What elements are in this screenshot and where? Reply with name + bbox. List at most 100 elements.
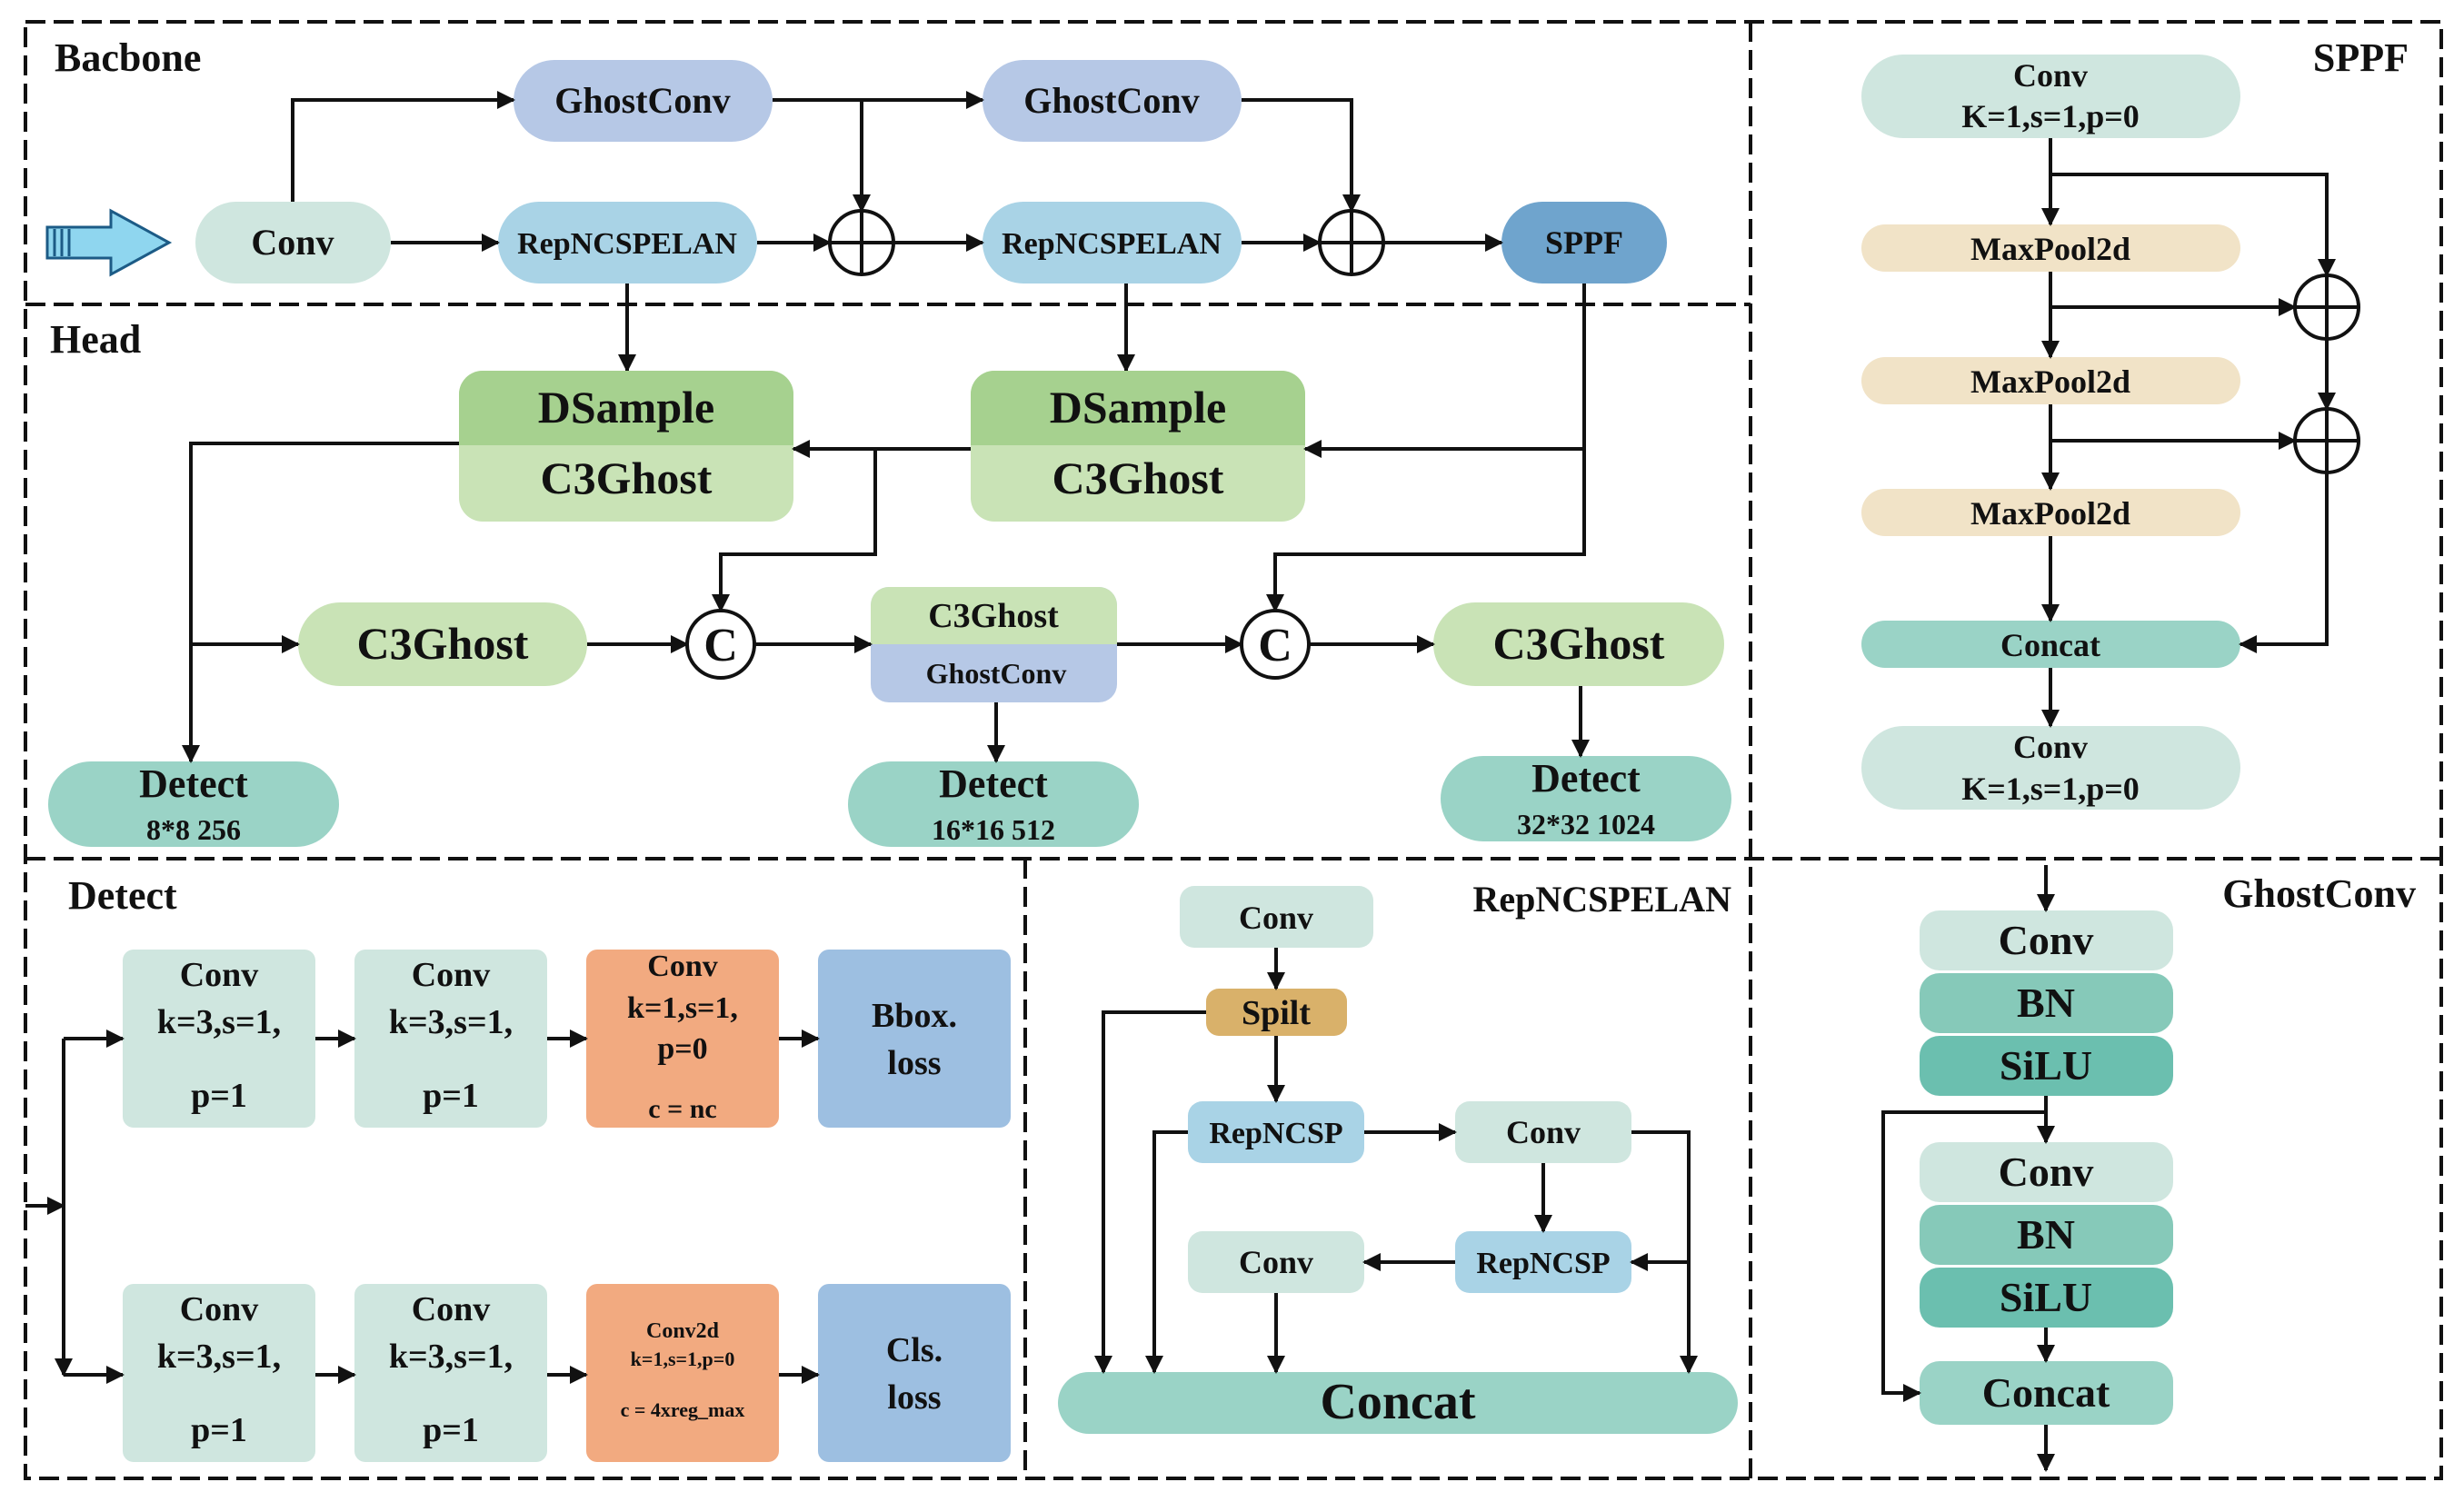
detect-bbox-loss-l1: Bbox. [872,997,957,1035]
repncspelan-block: Conv Spilt RepNCSP Conv RepNCSP Conv Con… [1058,886,1738,1434]
detect-conv-nc-l2: k=1,s=1, [627,991,738,1025]
ghost-conv-1-label: Conv [1999,917,2094,963]
detect-conv-top-2-l3: p=1 [423,1077,479,1115]
detect-conv-nc-l4: c = nc [648,1094,716,1124]
head-detect-3-title: Detect [1531,756,1641,801]
sppf-maxpool-3-box [1861,489,2240,536]
rep-conv-left-box [1188,1231,1364,1293]
head-c3ghost-left-box [298,602,587,686]
circle-plus-icon [2293,407,2360,474]
sppf-maxpool-1-label: MaxPool2d [1970,231,2130,267]
detect-conv-bot-2-box [354,1284,547,1462]
ghost-silu-2-label: SiLU [2000,1274,2092,1320]
backbone-ghostconv-1-label: GhostConv [554,80,730,121]
head: DSample C3Ghost DSample C3Ghost C3Ghost … [48,283,1731,847]
sppf-maxpool-2-box [1861,357,2240,404]
detect-conv-bot-1-l2: k=3,s=1, [157,1338,281,1376]
head-section-title: Head [50,317,141,362]
rep-conv-right-box [1455,1101,1631,1163]
sppf-conv-bottom-box [1861,726,2240,810]
head-concat-2-label: C [1258,620,1292,671]
detect-conv-bot-1-l3: p=1 [191,1411,247,1449]
repncspelan-section-title: RepNCSPELAN [1473,879,1732,920]
ghost-bn-2-label: BN [2017,1211,2075,1258]
detect-bbox-loss-l2: loss [887,1044,941,1082]
concat-c-icon: C [685,609,756,680]
head-dsample-2-label: DSample [1050,382,1226,433]
section-frames [24,20,2443,1480]
backbone-ghostconv-2-label: GhostConv [1023,80,1199,121]
ghostconv-block: Conv BN SiLU Conv BN SiLU Concat [1881,865,2173,1472]
ghost-conv-1-box [1920,910,2173,970]
sppf-conv-top-line2: K=1,s=1,p=0 [1961,98,2140,134]
detect-conv2d-regmax-box [586,1284,779,1462]
ghost-bn-1-box [1920,973,2173,1033]
sppf-conv-bottom-line1: Conv [2013,729,2088,765]
detect-conv-nc-l3: p=0 [657,1032,707,1066]
input-arrow-icon [45,208,173,277]
head-c3ghost-right-label: C3Ghost [1493,618,1665,669]
rep-repncsp-2-box [1455,1231,1631,1293]
circle-plus-icon [1318,209,1385,276]
circle-plus-icon [828,209,895,276]
ghost-concat-box [1920,1361,2173,1425]
rep-conv-right-label: Conv [1506,1114,1581,1150]
backbone-ghostconv-1-box [514,60,773,142]
detect-conv-nc-box [586,950,779,1128]
backbone: Conv GhostConv GhostConv RepNCSPELAN Rep… [45,60,1667,373]
rep-conv-top-box [1180,886,1373,948]
head-detect-2-box [848,761,1139,847]
detect-cls-loss-l2: loss [887,1378,941,1417]
sppf-maxpool-1-box [1861,224,2240,272]
sppf-conv-top-box [1861,55,2240,138]
ghost-conv-2-label: Conv [1999,1149,2094,1195]
rep-conv-top-label: Conv [1239,900,1313,936]
head-detect-1-sub: 8*8 256 [146,813,241,846]
backbone-repncspelan-1-box [498,202,757,283]
detect-conv-top-1-box [123,950,315,1128]
detect-conv-bot-1-l1: Conv [180,1290,259,1328]
sppf-section-title: SPPF [2313,35,2409,80]
head-detect-1-box [48,761,339,847]
concat-c-icon: C [1240,609,1311,680]
ghost-silu-1-label: SiLU [2000,1042,2092,1089]
detect-conv-bot-2-l2: k=3,s=1, [389,1338,513,1376]
backbone-ghostconv-2-box [983,60,1242,142]
detect-conv-nc-l1: Conv [647,950,717,983]
ghost-bn-2-box [1920,1205,2173,1265]
detect-cls-loss-l1: Cls. [886,1331,943,1369]
ghost-bn-1-label: BN [2017,980,2075,1026]
head-c3ghost-mid-label: C3Ghost [928,597,1059,635]
sppf-block: Conv K=1,s=1,p=0 MaxPool2d MaxPool2d Max… [1861,55,2360,810]
ghostconv-section-title: GhostConv [2222,871,2416,916]
head-dsample-1-label: DSample [538,382,714,433]
rep-conv-left-label: Conv [1239,1244,1313,1280]
detect-cls-loss-box [818,1284,1011,1462]
detect-bbox-loss-box [818,950,1011,1128]
detect-conv-top-2-l2: k=3,s=1, [389,1003,513,1041]
detect-conv2d-l3: c = 4xreg_max [621,1398,745,1421]
rep-concat-box [1058,1372,1738,1434]
sppf-maxpool-3-label: MaxPool2d [1970,495,2130,532]
head-detect-2-title: Detect [939,761,1048,806]
ghost-silu-2-box [1920,1268,2173,1328]
detect-conv-top-2-box [354,950,547,1128]
sppf-concat-label: Concat [2000,627,2100,663]
head-detect-3-box [1441,756,1731,841]
detect-conv-bot-2-l1: Conv [412,1290,491,1328]
detect-conv-top-1-l1: Conv [180,956,259,994]
backbone-conv-box [195,202,391,283]
detect-conv-top-2-l1: Conv [412,956,491,994]
sppf-maxpool-2-label: MaxPool2d [1970,363,2130,400]
sppf-concat-box [1861,621,2240,668]
detect-section-title: Detect [68,873,177,918]
backbone-sppf-box [1501,202,1667,283]
head-c3ghost-top-1-label: C3Ghost [541,453,713,503]
sppf-conv-bottom-line2: K=1,s=1,p=0 [1961,771,2140,807]
backbone-sppf-label: SPPF [1545,224,1623,261]
detect-conv-top-1-l3: p=1 [191,1077,247,1115]
head-c3ghost-top-2-label: C3Ghost [1052,453,1224,503]
head-detect-3-sub: 32*32 1024 [1517,808,1655,841]
rep-concat-label: Concat [1320,1374,1475,1430]
backbone-repncspelan-1-label: RepNCSPELAN [517,227,737,261]
